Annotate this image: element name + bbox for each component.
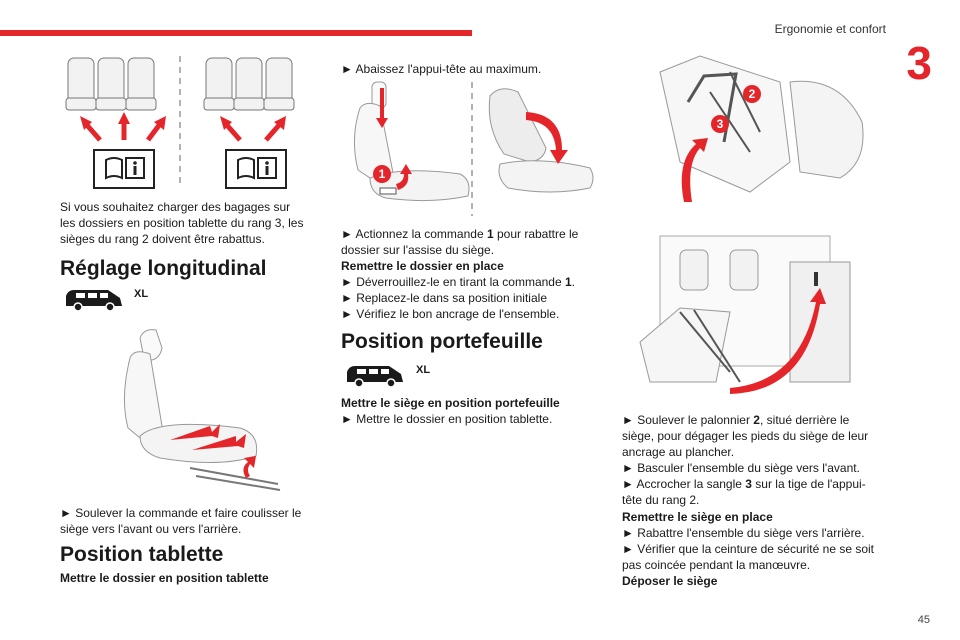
unlock-step-number: 1 [564, 275, 572, 289]
seat-fold-illustration: 1 [354, 81, 594, 216]
intro-line: Si vous souhaitez charger des bagages su… [60, 200, 291, 214]
lift-step-number: 2 [753, 413, 760, 427]
belt-check-line: pas coincée pendant la manœuvre. [622, 558, 811, 572]
header-accent-bar [0, 30, 472, 36]
verify-step: ► Vérifiez le bon ancrage de l'ensemble. [341, 307, 560, 321]
control-step-text-2: pour rabattre le [493, 227, 579, 241]
slide-step-line: ► Soulever la commande et faire coulisse… [60, 506, 302, 520]
xl-badge: XL [416, 364, 431, 376]
strap-step-text-2: sur la tige de l'appui- [751, 477, 866, 491]
control-step: ► Actionnez la commande 1 pour rabattre … [341, 226, 591, 258]
restore-backrest-title: Remettre le dossier en place [341, 259, 504, 273]
control-step-text: ► Actionnez la commande [341, 227, 487, 241]
restore-seat-step: ► Rabattre l'ensemble du siège vers l'ar… [622, 526, 865, 540]
strap-step-text: ► Accrocher la sangle [622, 477, 746, 491]
control-step-number: 1 [486, 227, 494, 241]
restore-backrest-steps: ► Déverrouillez-le en tirant la commande… [341, 274, 601, 322]
chapter-title: Ergonomie et confort [774, 22, 886, 36]
seat-tilt-illustration: 2 3 [659, 55, 864, 202]
section-title-portfolio: Position portefeuille [341, 330, 543, 353]
manual-book-icon-2 [225, 149, 287, 189]
section-title-longitudinal: Réglage longitudinal [60, 257, 267, 280]
lift-step: ► Soulever le palonnier 2, situé derrièr… [622, 412, 892, 508]
lift-step-text-2: , situé derrière le [759, 413, 850, 427]
van-xl-icon [66, 290, 122, 312]
section-title-tablet: Position tablette [60, 543, 224, 566]
portfolio-subtitle: Mettre le siège en position portefeuille [341, 396, 560, 410]
manual-book-icon [93, 149, 155, 189]
seat-slide-illustration [123, 329, 281, 491]
seat-strap-illustration [639, 235, 851, 394]
unlock-step-text: ► Déverrouillez-le en tirant la commande [341, 275, 565, 289]
slide-step-line: siège vers l'avant ou vers l'arrière. [60, 522, 242, 536]
slide-step: ► Soulever la commande et faire coulisse… [60, 505, 310, 537]
page-number: 45 [917, 614, 930, 626]
seat-rows-manual-illustration [65, 56, 295, 189]
control-step-line2: dossier sur l'assise du siège. [341, 243, 495, 257]
headrest-step: ► Abaissez l'appui-tête au maximum. [341, 62, 542, 76]
intro-paragraph: Si vous souhaitez charger des bagages su… [60, 199, 310, 247]
restore-seat-steps: ► Rabattre l'ensemble du siège vers l'ar… [622, 525, 902, 573]
belt-check-line: ► Vérifier que la ceinture de sécurité n… [622, 542, 875, 556]
lift-step-text: ► Soulever le palonnier [622, 413, 754, 427]
intro-line: les dossiers en position tablette du ran… [60, 216, 304, 230]
portfolio-step: ► Mettre le dossier en position tablette… [341, 412, 553, 426]
callout-1: 1 [379, 167, 386, 181]
unlock-step-end: . [571, 275, 575, 289]
chapter-number: 3 [906, 37, 932, 89]
strap-step-number: 3 [745, 477, 752, 491]
callout-2: 2 [749, 87, 756, 101]
lift-step-line3: ancrage au plancher. [622, 445, 735, 459]
strap-step-line2: tête du rang 2. [622, 493, 700, 507]
restore-seat-title: Remettre le siège en place [622, 510, 773, 524]
remove-seat-title: Déposer le siège [622, 574, 718, 588]
tablet-subtitle: Mettre le dossier en position tablette [60, 571, 269, 585]
xl-badge: XL [134, 288, 149, 300]
intro-line: sièges du rang 2 doivent être rabattus. [60, 232, 265, 246]
callout-3: 3 [717, 117, 724, 131]
lift-step-line2: siège, pour dégager les pieds du siège d… [622, 429, 869, 443]
tilt-step: ► Basculer l'ensemble du siège vers l'av… [622, 461, 860, 475]
van-xl-icon [347, 366, 403, 388]
replace-step: ► Replacez-le dans sa position initiale [341, 291, 547, 305]
